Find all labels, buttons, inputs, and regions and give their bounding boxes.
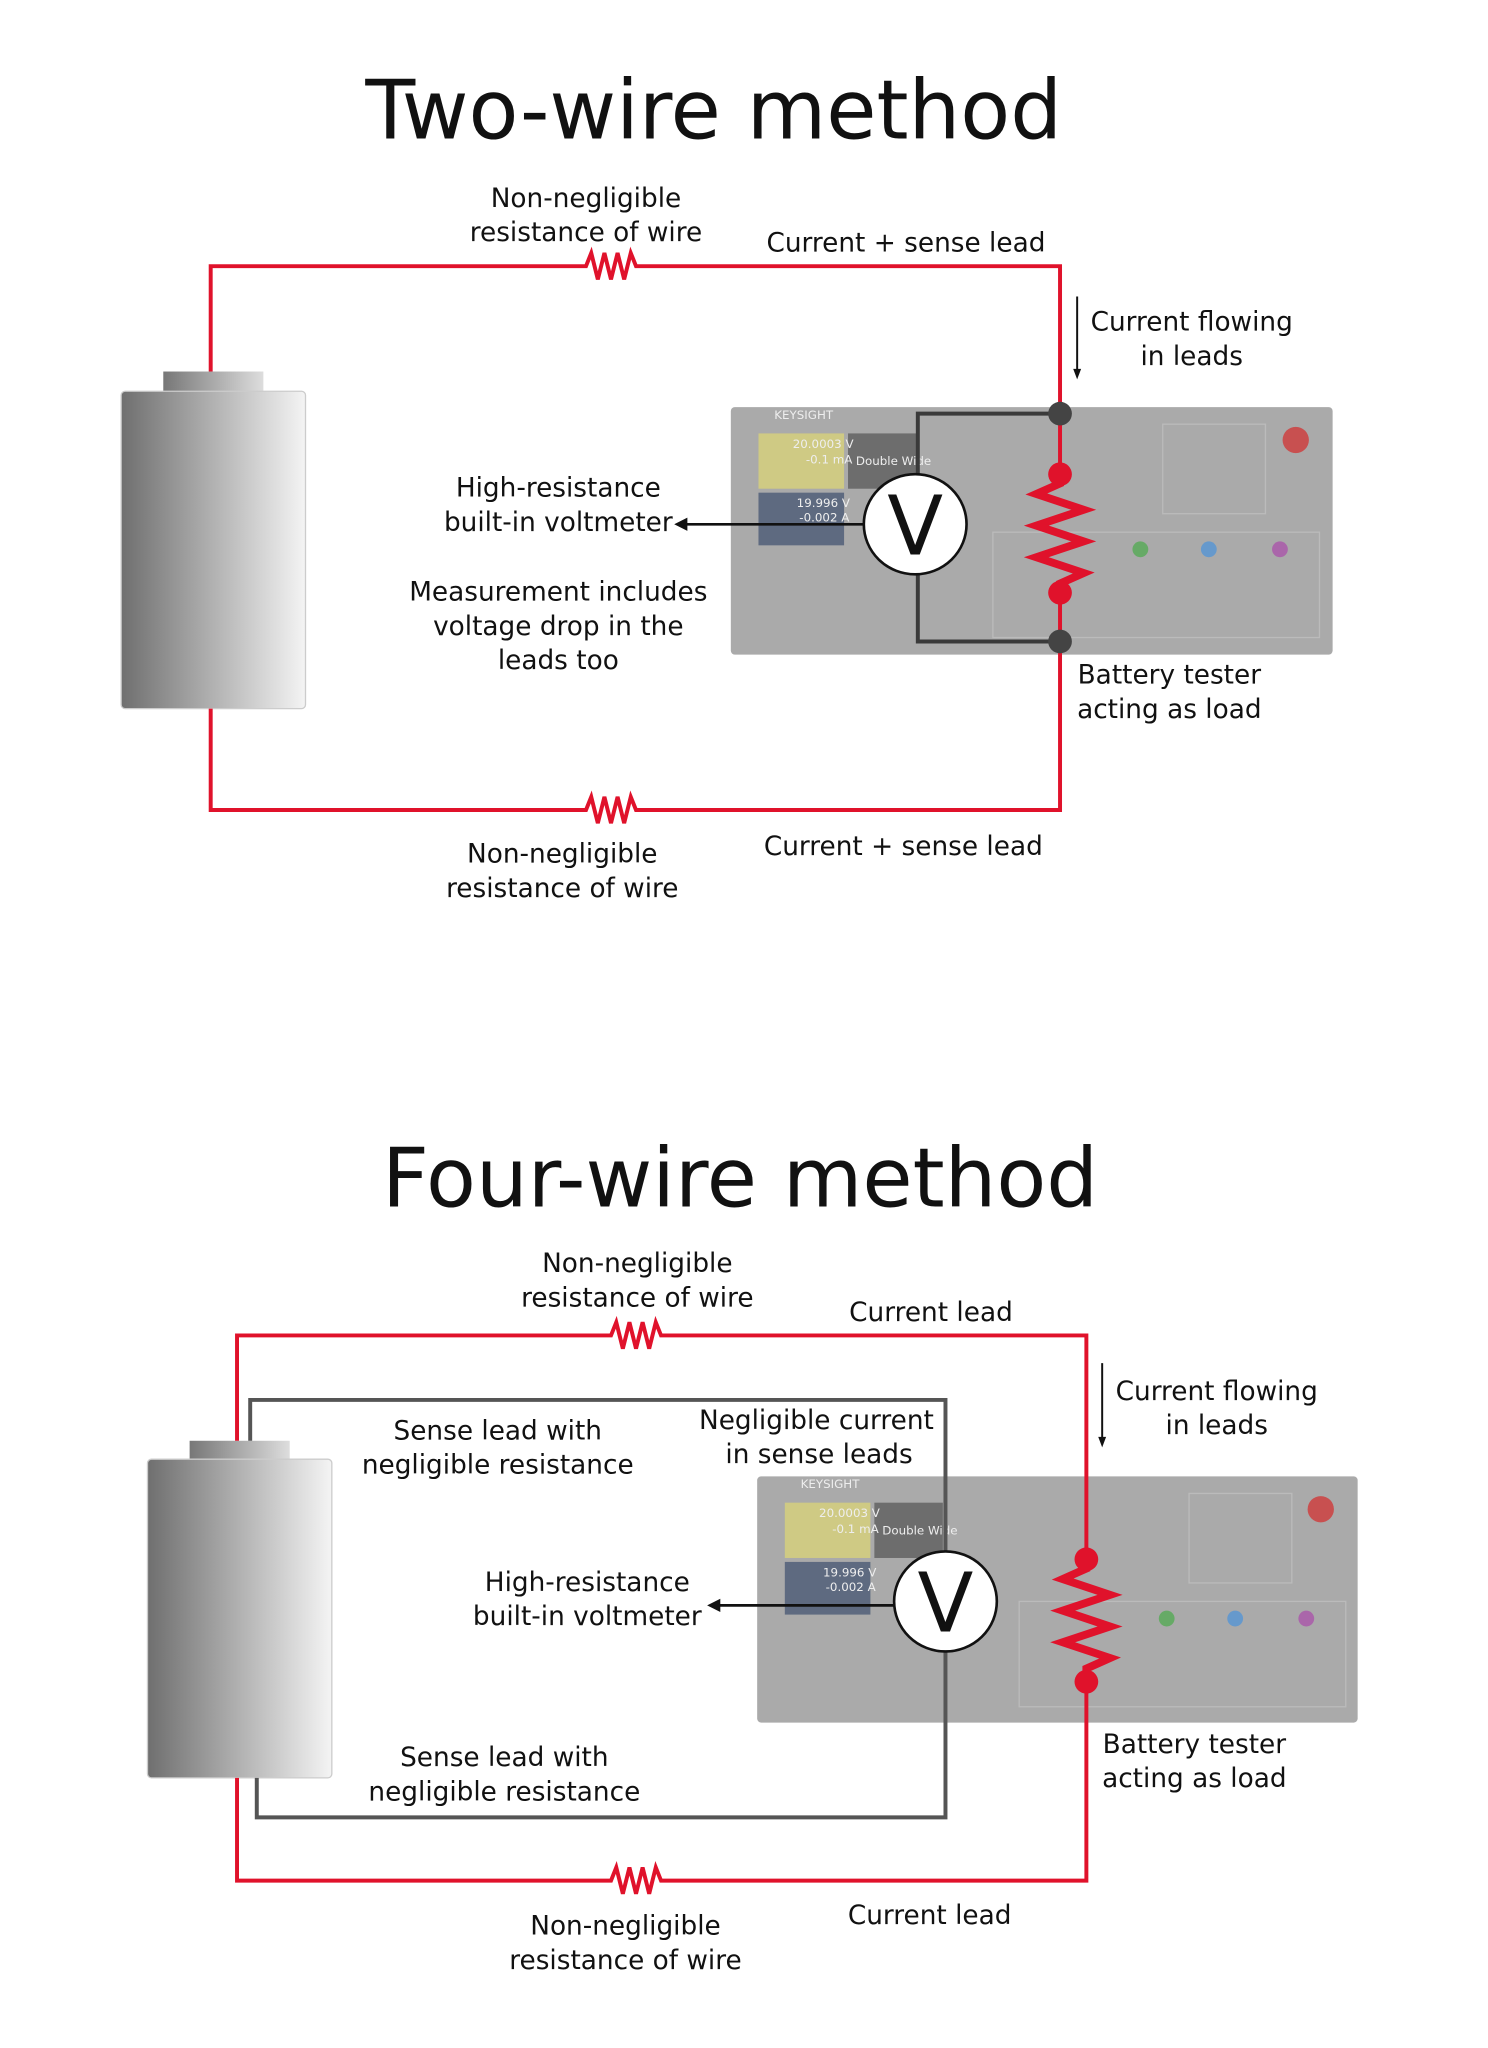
label-current-flow: in leads (1166, 1411, 1268, 1441)
label-load: Battery tester (1103, 1730, 1287, 1760)
label-current-flow: Current flowing (1091, 308, 1293, 338)
ch1-current: -0.1 mA (806, 453, 853, 467)
label-voltmeter: built-in voltmeter (473, 1602, 702, 1632)
two-wire-title: Two-wire method (364, 63, 1062, 158)
instrument-brand: KEYSIGHT (774, 408, 834, 422)
label-bottom-resistance: Non-negligible (467, 840, 657, 870)
label-bottom-resistance: Non-negligible (530, 1912, 720, 1942)
battery (120, 371, 307, 710)
bottom-current-lead (235, 1681, 1089, 1895)
top-current-lead (235, 1315, 1089, 1560)
top-current-sense-lead (208, 246, 1063, 414)
current-arrow-icon (1073, 368, 1082, 380)
arrow-icon (674, 517, 688, 531)
label-bottom-resistance: resistance of wire (446, 874, 678, 904)
ch1-voltage: 20.0003 V (819, 1506, 880, 1520)
label-load: acting as load (1102, 1764, 1287, 1794)
sense-node-top (1048, 401, 1072, 426)
voltmeter-label: V (918, 1557, 974, 1652)
label-sense-current: in sense leads (725, 1440, 912, 1470)
label-top-resistance: Non-negligible (542, 1249, 732, 1279)
sense-node-bottom (1048, 629, 1072, 654)
battery-tester-instrument: KEYSIGHT 20.0003 V -0.1 mA Double Wide 1… (757, 1476, 1358, 1723)
four-wire-section: Four-wire method KEYSIGHT 20.0003 V -0.1… (146, 1131, 1358, 1976)
label-current-flow: Current flowing (1116, 1377, 1318, 1407)
ch2-mode: Double Wide (856, 454, 931, 468)
label-current-flow: in leads (1140, 342, 1242, 372)
label-top-resistance: Non-negligible (491, 184, 681, 214)
load-resistor (1023, 474, 1097, 593)
two-wire-section: Two-wire method KEYSIGHT 20.0003 V -0.1 … (120, 63, 1333, 904)
label-bottom-lead: Current lead (848, 1901, 1012, 1931)
ch3-voltage: 19.996 V (823, 1565, 876, 1579)
label-load: Battery tester (1078, 661, 1262, 691)
label-top-lead: Current lead (849, 1298, 1013, 1328)
instrument-brand: KEYSIGHT (801, 1477, 861, 1491)
voltmeter-symbol (862, 472, 968, 576)
label-sense-bottom: Sense lead with (400, 1743, 608, 1773)
label-top-resistance: resistance of wire (521, 1283, 753, 1313)
bottom-current-sense-lead (208, 641, 1063, 824)
label-voltmeter: High-resistance (456, 474, 661, 504)
label-sense-current: Negligible current (699, 1406, 934, 1436)
voltmeter-label: V (887, 480, 943, 575)
arrow-icon (707, 1598, 721, 1612)
label-measurement-note: leads too (498, 646, 619, 676)
ch1-current: -0.1 mA (832, 1522, 879, 1536)
battery-tester-instrument: KEYSIGHT 20.0003 V -0.1 mA Double Wide 1… (730, 407, 1333, 655)
four-wire-title: Four-wire method (382, 1131, 1098, 1226)
label-sense-bottom: negligible resistance (368, 1777, 640, 1807)
label-sense-top: negligible resistance (362, 1451, 634, 1481)
load-resistor (1050, 1559, 1123, 1682)
label-voltmeter: High-resistance (485, 1568, 690, 1598)
label-bottom-lead: Current + sense lead (764, 832, 1043, 862)
ch2-mode: Double Wide (882, 1523, 957, 1537)
voltmeter-symbol (892, 1550, 999, 1653)
label-measurement-note: voltage drop in the (433, 612, 683, 642)
label-load: acting as load (1077, 695, 1262, 725)
ch3-current: -0.002 A (826, 1580, 876, 1594)
current-arrow-icon (1098, 1436, 1107, 1448)
ch1-voltage: 20.0003 V (793, 437, 854, 451)
label-top-lead: Current + sense lead (766, 229, 1045, 259)
label-measurement-note: Measurement includes (409, 578, 707, 608)
label-top-resistance: resistance of wire (470, 218, 702, 248)
label-bottom-resistance: resistance of wire (509, 1946, 741, 1976)
ch3-current: -0.002 A (799, 511, 849, 525)
ch3-voltage: 19.996 V (797, 496, 850, 510)
label-sense-top: Sense lead with (394, 1416, 602, 1446)
battery (146, 1440, 333, 1779)
label-voltmeter: built-in voltmeter (444, 508, 673, 538)
